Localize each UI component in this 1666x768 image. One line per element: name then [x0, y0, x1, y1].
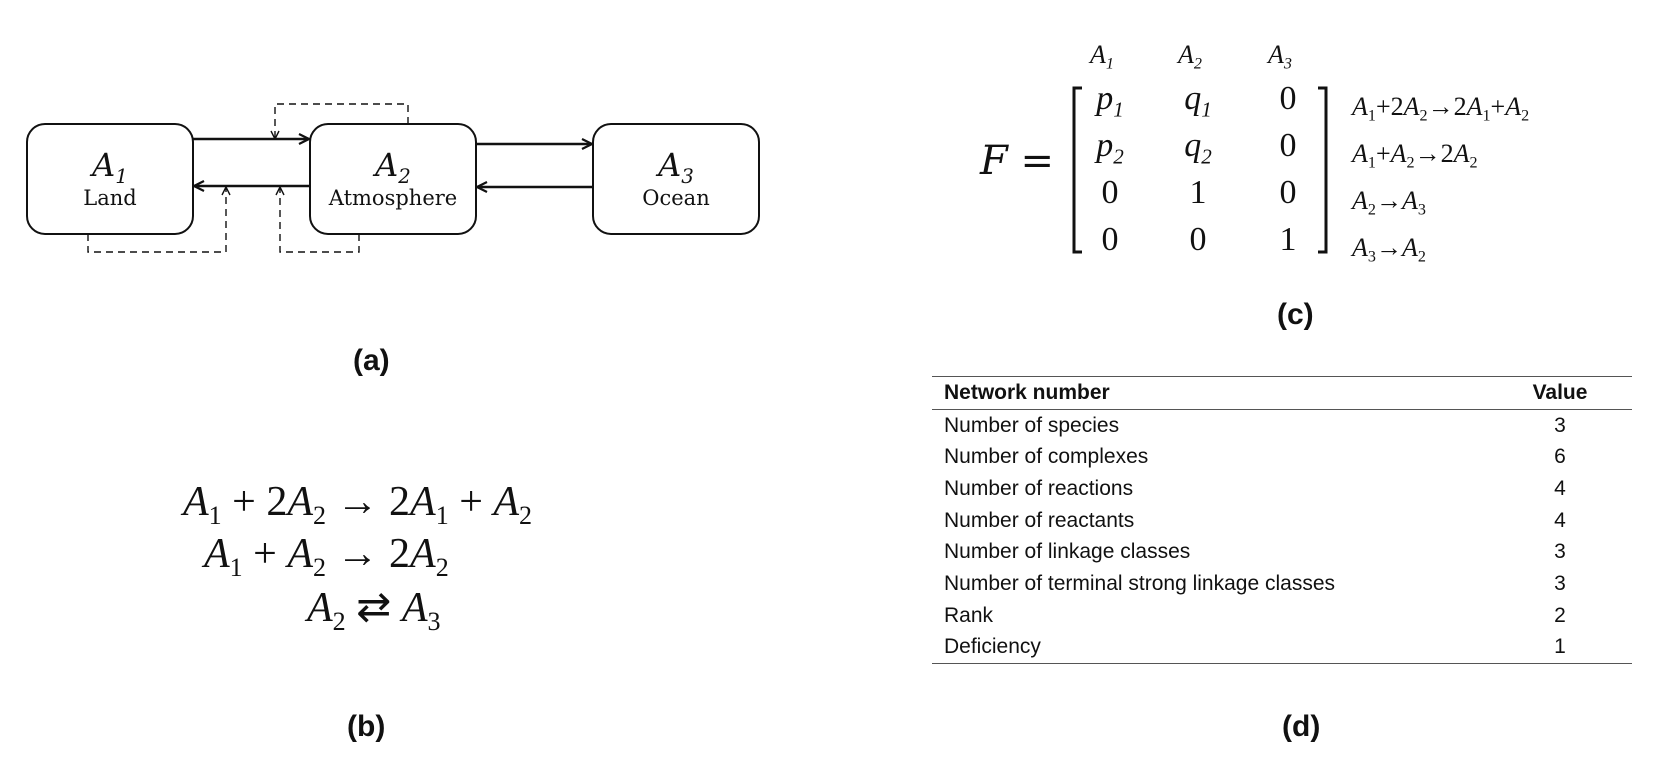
row-reaction-2: A1+A2→2A2: [1352, 139, 1478, 172]
atmosphere-name: Atmosphere: [328, 186, 458, 210]
matrix-cell: 0: [1101, 221, 1119, 258]
panel-c-label: (c): [1277, 298, 1314, 331]
matrix-cell: 1: [1189, 174, 1207, 211]
table-row: Rank 2: [932, 600, 1632, 632]
land-box-label: A1 Land: [27, 146, 193, 210]
matrix-cell: p1: [1096, 80, 1124, 122]
row-reaction-3: A2→A3: [1352, 186, 1426, 219]
panel-a-label: (a): [353, 344, 390, 377]
land-species: A1: [92, 146, 128, 188]
dashed-feedback-bottom-land: [87, 187, 226, 253]
matrix-cell: p2: [1096, 127, 1124, 169]
row-value: 3: [1554, 540, 1566, 564]
table-row: Number of reactants 4: [932, 505, 1632, 537]
row-name: Number of species: [944, 413, 1120, 437]
row-value: 3: [1554, 413, 1566, 437]
equation-1: A1 + 2A2 → 2A1 + A2: [183, 479, 533, 531]
table-row: Number of linkage classes 3: [932, 536, 1632, 568]
matrix-cell: 0: [1279, 174, 1297, 211]
table-header-row: Network number Value: [932, 376, 1632, 410]
land-box: [26, 123, 194, 235]
row-name: Number of reactions: [944, 476, 1134, 500]
matrix-cell: q1: [1184, 80, 1212, 122]
equation-3: A2 ⇄ A3: [307, 585, 441, 637]
ocean-box-label: A3 Ocean: [593, 146, 759, 210]
row-value: 4: [1554, 476, 1566, 500]
table-row: Number of reactions 4: [932, 473, 1632, 505]
matrix-cell: q2: [1184, 127, 1212, 169]
header-network-number: Network number: [932, 376, 1488, 410]
row-reaction-4: A3→A2: [1352, 233, 1426, 266]
atmosphere-species: A2: [375, 146, 411, 188]
row-value: 4: [1554, 508, 1566, 532]
row-name: Deficiency: [932, 631, 1488, 665]
matrix-cell: 0: [1279, 80, 1297, 117]
ocean-box: [592, 123, 760, 235]
matrix-cell: 1: [1279, 221, 1297, 258]
matrix-lhs: F =: [980, 138, 1054, 184]
panel-d-label: (d): [1282, 710, 1321, 743]
matrix-cell: 0: [1279, 127, 1297, 164]
row-value: 6: [1554, 445, 1566, 469]
row-value: 3: [1554, 571, 1566, 595]
table-row: Number of species 3: [932, 409, 1632, 441]
dashed-feedback-top: [275, 103, 409, 139]
ocean-species: A3: [658, 146, 694, 188]
panel-b-label: (b): [347, 710, 386, 743]
col-head-a2: A2: [1178, 40, 1202, 73]
row-name: Number of linkage classes: [944, 540, 1191, 564]
row-name: Number of terminal strong linkage classe…: [944, 571, 1336, 595]
row-name: Rank: [944, 603, 994, 627]
row-name: Number of complexes: [944, 445, 1149, 469]
row-value: 1: [1488, 631, 1632, 665]
row-reaction-1: A1+2A2→2A1+A2: [1352, 92, 1530, 125]
row-name: Number of reactants: [944, 508, 1135, 532]
ocean-name: Ocean: [642, 186, 710, 210]
equation-2: A1 + A2 → 2A2: [204, 531, 449, 583]
col-head-a3: A3: [1268, 40, 1292, 73]
header-value: Value: [1488, 376, 1632, 410]
atmosphere-box-label: A2 Atmosphere: [310, 146, 476, 210]
table-row: Number of terminal strong linkage classe…: [932, 568, 1632, 600]
atmosphere-box: [309, 123, 477, 235]
compartment-diagram: [26, 103, 760, 253]
matrix-cell: 0: [1189, 221, 1207, 258]
land-name: Land: [83, 186, 137, 210]
row-value: 2: [1554, 603, 1566, 627]
col-head-a1: A1: [1090, 40, 1114, 73]
table-row: Number of complexes 6: [932, 441, 1632, 473]
matrix-cell: 0: [1101, 174, 1119, 211]
